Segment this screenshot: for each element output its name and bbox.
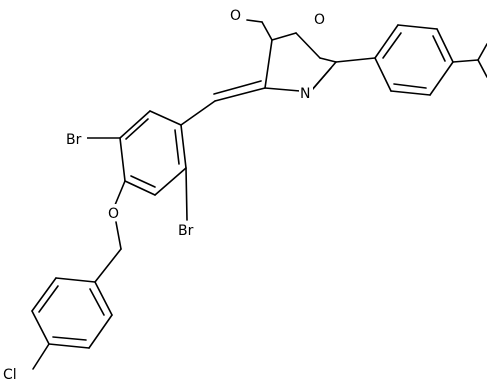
bond-ch-me2 <box>477 59 487 78</box>
ring4-b4 <box>429 61 454 96</box>
bond-c5-ring-top <box>271 32 297 41</box>
atom-label-o-carbonyl: O <box>230 8 241 24</box>
benzylidene-link <box>180 80 266 126</box>
bond-c5-carbonyl-link <box>261 21 273 41</box>
bond-ch-ring <box>180 100 216 126</box>
ring3-b5 <box>88 314 113 349</box>
ring3-b4 <box>48 343 90 349</box>
ring2-b2-inner <box>125 118 149 140</box>
ring3-b4-inner <box>52 336 87 341</box>
isopropylphenyl-ring <box>335 24 487 96</box>
atom-labels: O O N Br Br O Cl <box>2 6 327 382</box>
ring3-b1 <box>55 277 96 283</box>
bond-c4-ch-double <box>213 80 262 95</box>
ring2-b5 <box>154 167 187 196</box>
label-bg-o-ether <box>107 204 121 221</box>
ring2-b6 <box>180 124 187 169</box>
bond-oether-ch2 <box>115 221 122 250</box>
ring2-b4 <box>124 180 156 196</box>
bond-br-lower <box>185 167 188 221</box>
central-substituents <box>86 137 188 283</box>
ring2-b2 <box>119 110 151 139</box>
bond-c5-o1 <box>295 32 321 59</box>
chlorophenyl-ring <box>31 277 113 370</box>
atom-label-n-ring: N <box>300 86 310 102</box>
ring2-b6-inner <box>174 129 180 165</box>
ring4-b6 <box>374 57 392 92</box>
bond-c-cl <box>32 343 50 370</box>
ring4-b1 <box>374 24 399 59</box>
bond-o1-c2 <box>319 57 337 63</box>
bond-c4-c5 <box>264 39 273 89</box>
bond-c5-ocarbonyl <box>246 19 263 23</box>
bond-ch2-ring <box>94 248 122 283</box>
label-bg-n-ring <box>299 84 313 101</box>
label-bg-o-ring <box>313 10 327 27</box>
label-bg-o-carbonyl <box>229 6 243 23</box>
ring3-b2-inner <box>38 285 59 313</box>
ring4-b3-inner <box>432 35 446 62</box>
ring3-b2 <box>31 277 57 312</box>
bond-aryl-ch <box>452 59 479 63</box>
atom-label-o-ring: O <box>314 12 325 28</box>
ring3-b6-inner <box>89 288 105 316</box>
label-bg-br-lower <box>177 221 199 238</box>
atom-label-cl: Cl <box>3 367 17 382</box>
atom-label-br-upper: Br <box>66 132 82 148</box>
label-bg-cl <box>2 366 20 382</box>
ring4-b1-inner <box>382 32 402 59</box>
ring4-b5 <box>390 90 431 96</box>
ring2-b3 <box>119 137 126 182</box>
oxazolone-ring <box>246 19 337 93</box>
ring3-b3 <box>31 310 50 345</box>
ring2-b4-inner <box>130 175 156 188</box>
ring2-b1 <box>149 110 182 126</box>
ring4-b3 <box>436 28 454 63</box>
bond-n3-c4 <box>264 87 301 92</box>
ring4-b2 <box>397 24 438 30</box>
bond-c4-ch <box>214 87 266 102</box>
atom-label-br-lower: Br <box>178 223 194 239</box>
bond-c-oether <box>114 180 126 206</box>
bond-ch-me1 <box>477 43 487 61</box>
label-bg-br-upper <box>65 130 87 147</box>
bond-c2-aryl <box>335 57 376 63</box>
dibromophenyl-ring <box>119 110 187 196</box>
ring4-b5-inner <box>393 83 427 89</box>
atom-label-o-ether: O <box>108 206 119 222</box>
bond-c2-n3-double <box>309 67 332 93</box>
ring3-b6 <box>94 281 113 316</box>
